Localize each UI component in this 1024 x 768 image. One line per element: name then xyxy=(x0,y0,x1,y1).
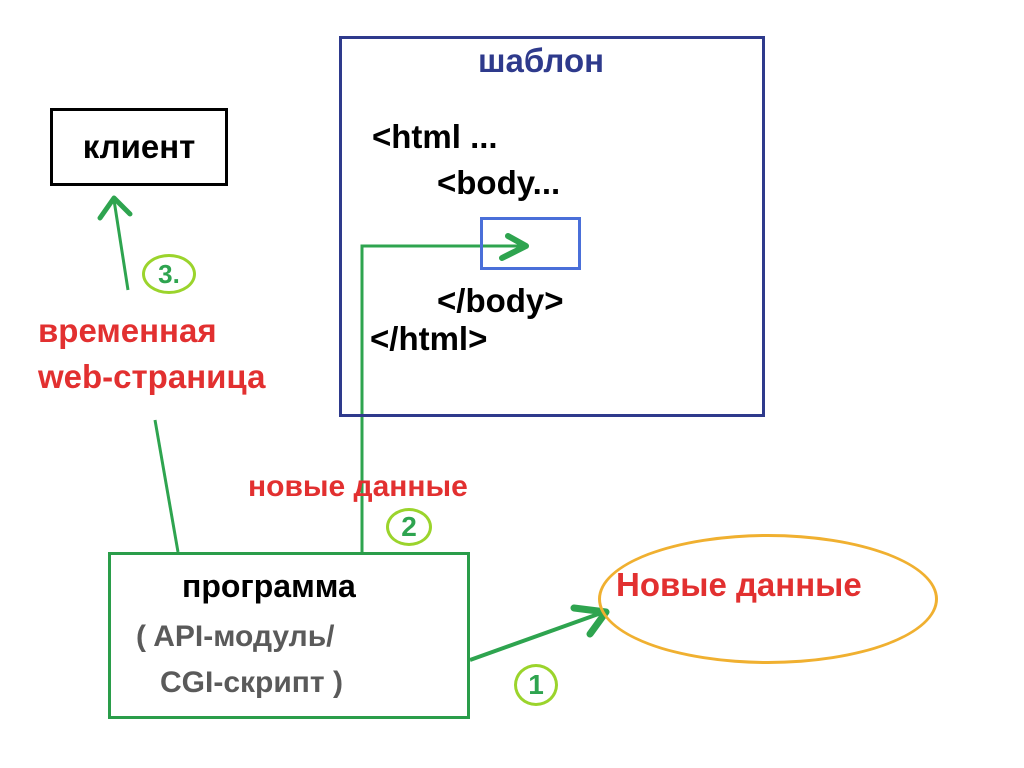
temp-page-line2: web-страница xyxy=(38,358,266,395)
step-2-label: 2 xyxy=(401,511,417,542)
line-program-to-temp-page xyxy=(153,419,180,553)
temp-page-line1: временная xyxy=(38,312,217,349)
step-2-marker: 2 xyxy=(386,508,432,546)
arrow-to-client xyxy=(112,199,130,291)
step-1-marker: 1 xyxy=(514,664,558,706)
step-3-label: 3. xyxy=(158,258,180,289)
client-box: клиент xyxy=(50,108,228,186)
client-label: клиент xyxy=(82,128,196,165)
arrow-to-client-head xyxy=(97,195,133,221)
template-insert-slot xyxy=(480,217,581,270)
arrow-program-to-new-data xyxy=(469,610,605,662)
new-data-source-label: Новые данные xyxy=(616,566,862,603)
template-line-body-close: </body> xyxy=(437,282,564,319)
program-sub1: ( API-модуль/ xyxy=(136,620,335,653)
template-line-html-open: <html ... xyxy=(372,118,498,155)
template-line-body-open: <body... xyxy=(437,164,561,201)
template-title: шаблон xyxy=(478,42,605,79)
line-program-to-template xyxy=(360,244,524,552)
template-box xyxy=(339,36,765,417)
program-title: программа xyxy=(182,568,356,604)
program-sub2: CGI-скрипт ) xyxy=(160,666,343,699)
new-data-ellipse xyxy=(598,534,938,664)
step-1-label: 1 xyxy=(528,669,544,700)
program-box xyxy=(108,552,470,719)
template-line-html-close: </html> xyxy=(370,320,488,357)
arrow-into-slot-head xyxy=(499,233,529,261)
step-3-marker: 3. xyxy=(142,254,196,294)
new-data-mid-label: новые данные xyxy=(248,470,468,503)
